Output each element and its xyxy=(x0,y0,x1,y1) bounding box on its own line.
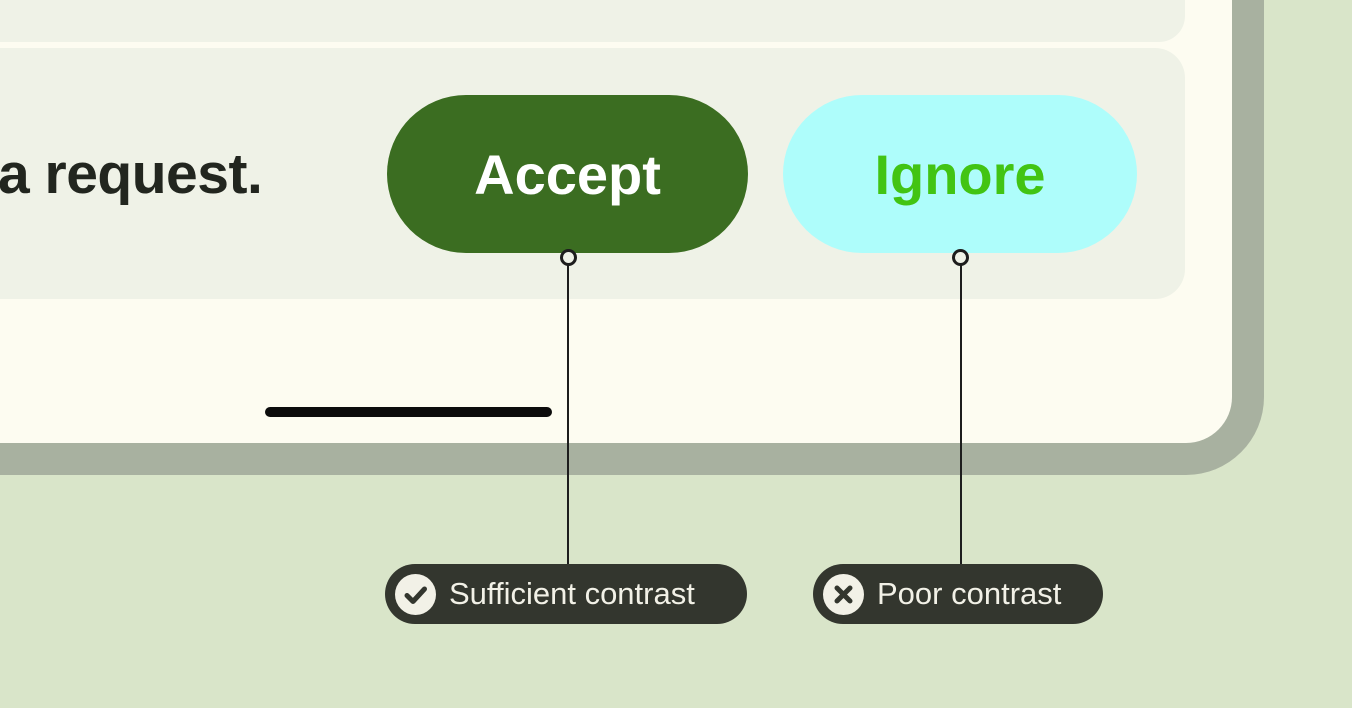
accept-button[interactable]: Accept xyxy=(387,95,748,253)
ignore-button[interactable]: Ignore xyxy=(783,95,1137,253)
sufficient-contrast-annotation: Sufficient contrast xyxy=(385,564,747,624)
annotation-label: Sufficient contrast xyxy=(449,576,695,611)
cross-icon xyxy=(823,573,864,615)
accept-connector-line xyxy=(567,264,569,564)
annotation-label: Poor contrast xyxy=(877,576,1062,611)
home-indicator-bar xyxy=(265,407,552,417)
accept-connector-dot xyxy=(560,249,577,266)
ignore-connector-line xyxy=(960,264,962,564)
check-icon xyxy=(395,573,436,615)
request-message-text: a request. xyxy=(0,142,263,206)
poor-contrast-annotation: Poor contrast xyxy=(813,564,1103,624)
ignore-connector-dot xyxy=(952,249,969,266)
previous-list-row xyxy=(0,0,1185,42)
